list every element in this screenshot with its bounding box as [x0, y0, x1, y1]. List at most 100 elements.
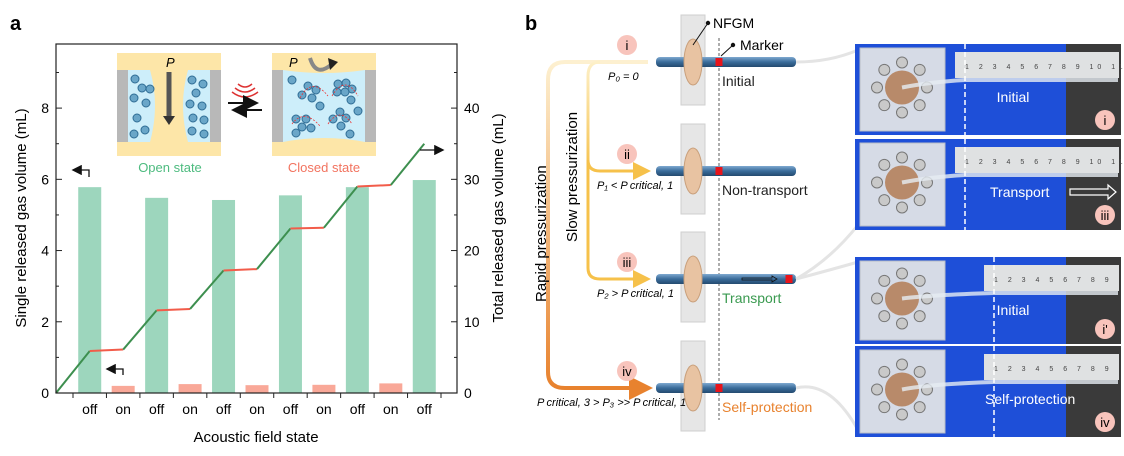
pressure-symbol-open: P — [166, 55, 175, 70]
y2-tick-label: 10 — [464, 314, 480, 330]
screw-icon — [878, 99, 891, 112]
screw-icon — [913, 310, 926, 323]
x-tick-label: off — [417, 401, 432, 417]
left-axis-arrow-icon — [71, 164, 90, 177]
tube — [656, 383, 796, 393]
ruler — [955, 147, 1119, 173]
tube-photo — [901, 291, 1118, 301]
stage-badge — [617, 35, 637, 55]
bar-off-3 — [145, 197, 169, 393]
screw-icon — [878, 158, 891, 171]
acoustic-waves-icon — [231, 83, 259, 98]
photo-badge — [1095, 205, 1115, 225]
slow-pressurization-label: Slow pressurization — [564, 112, 581, 242]
transport-arrow-icon — [1069, 183, 1117, 201]
pressure-condition: P₀ = 0 — [608, 71, 640, 83]
transport-arrow-icon — [741, 275, 778, 283]
bar-off-9 — [345, 187, 369, 393]
y2-tick-label: 0 — [464, 385, 472, 401]
x-tick-label: on — [316, 401, 332, 417]
rapid-pressurization-label: Rapid pressurization — [533, 165, 550, 302]
screw-icon — [871, 81, 883, 94]
nfgm-disk — [683, 147, 703, 195]
x-tick-label: on — [249, 401, 265, 417]
state-label: Self-protection — [722, 399, 812, 415]
pressure-symbol-closed: P — [289, 55, 298, 70]
marker-callout: Marker — [720, 37, 784, 57]
ruler-numbers: 1 2 3 4 5 6 7 8 9 10 11 — [965, 64, 1124, 71]
photo-badge — [1095, 319, 1115, 339]
open-state-label: Open state — [138, 160, 202, 175]
closed-state-label: Closed state — [288, 160, 360, 175]
bar-on-8 — [312, 384, 336, 393]
screw-icon — [878, 401, 891, 414]
x-axis-label: Acoustic field state — [193, 429, 318, 446]
bar-off-11 — [412, 180, 436, 393]
cumulative-line-segment-4 — [156, 307, 191, 312]
screw-icon — [871, 383, 883, 396]
photo-label: Initial — [997, 89, 1030, 105]
stage-badge-label: ii — [624, 147, 630, 162]
x-tick-label: off — [283, 401, 298, 417]
ruler-numbers: 1 2 3 4 5 6 7 8 9 — [994, 277, 1113, 284]
y2-tick-label: 20 — [464, 243, 480, 259]
reversible-arrows-icon — [228, 95, 262, 118]
photo-label: Initial — [997, 302, 1030, 318]
x-tick-label: off — [216, 401, 231, 417]
stage-badge — [617, 144, 637, 164]
screw-icon — [913, 99, 926, 112]
nfgm-disk — [683, 255, 703, 303]
screw-icon — [896, 267, 908, 280]
y2-axis-label: Total released gas volume (mL) — [490, 113, 507, 322]
pressure-condition: P critical, 3 > P₃ >> P critical, 1 — [537, 397, 686, 409]
bar-on-6 — [245, 385, 269, 393]
tube — [656, 274, 796, 284]
bar-on-10 — [379, 383, 403, 393]
stage-badge — [617, 361, 637, 381]
cumulative-line-segment-2 — [89, 348, 124, 352]
y-axis-label: Single released gas volume (mL) — [13, 108, 30, 327]
y-tick-label: 6 — [41, 171, 49, 187]
screw-icon — [896, 201, 908, 214]
y-tick-label: 8 — [41, 100, 49, 116]
screw-icon — [896, 106, 908, 119]
bar-off-5 — [212, 199, 236, 393]
screw-icon — [878, 365, 891, 378]
ruler-numbers: 1 2 3 4 5 6 7 8 9 10 11 — [965, 159, 1124, 166]
nfgm-disk — [683, 38, 703, 86]
photo-1: 1 2 3 4 5 6 7 8 9 10 11 Initial i — [855, 44, 1124, 135]
y-tick-label: 4 — [41, 243, 49, 259]
stage-badge-label: iii — [623, 255, 632, 270]
tube — [656, 166, 796, 176]
screw-icon — [896, 56, 908, 69]
screw-icon — [878, 310, 891, 323]
x-tick-label: off — [82, 401, 97, 417]
photo-badge — [1095, 412, 1115, 432]
photo-connectors — [795, 48, 860, 431]
state-label: Initial — [722, 73, 755, 89]
cumulative-line-segment-10 — [357, 184, 391, 188]
cumulative-line-segment-3 — [122, 309, 158, 351]
screw-icon — [878, 194, 891, 207]
screw-icon — [878, 274, 891, 287]
screw-icon — [913, 194, 926, 207]
x-tick-label: on — [383, 401, 399, 417]
photo-badge — [1095, 110, 1115, 130]
y2-tick-label: 40 — [464, 100, 480, 116]
screw-icon — [913, 274, 926, 287]
screw-icon — [913, 365, 926, 378]
screw-icon — [871, 292, 883, 305]
pressure-condition: P₂ > P critical, 1 — [597, 288, 674, 300]
x-tick-label: off — [149, 401, 164, 417]
panel-b-label: b — [525, 13, 537, 35]
photo-badge-label: i — [1104, 113, 1107, 128]
red-marker — [715, 167, 723, 175]
cumulative-line-segment-11 — [390, 143, 426, 186]
